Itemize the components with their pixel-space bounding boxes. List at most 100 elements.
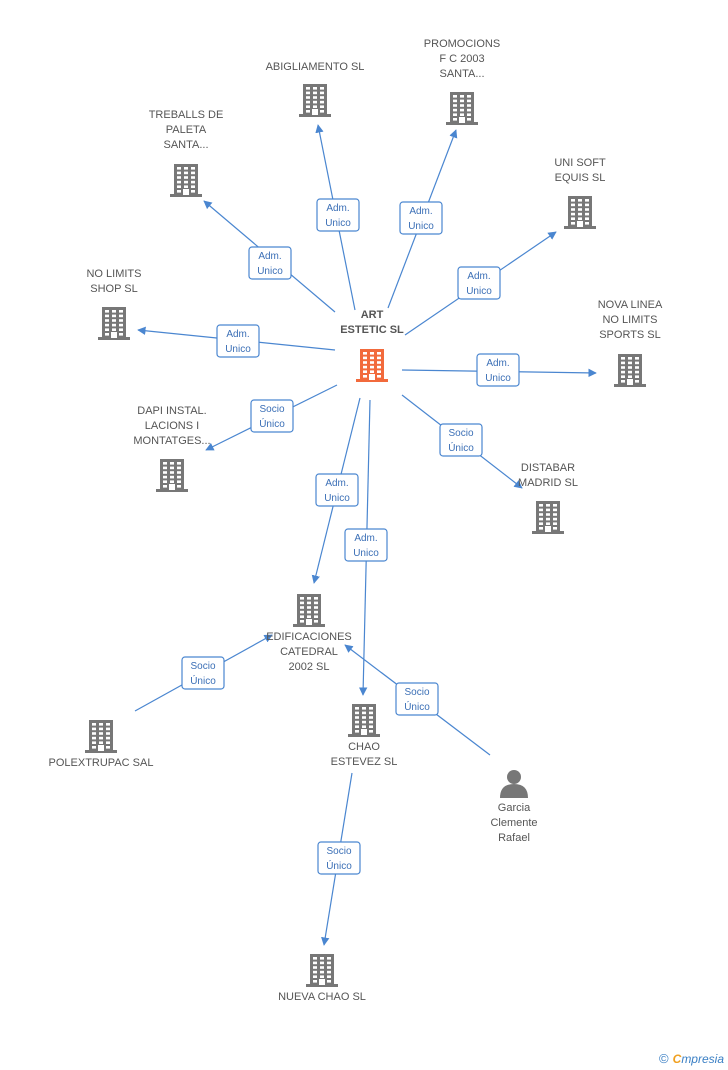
edge-label-text: Adm.: [486, 358, 509, 369]
edge-label-text: Único: [259, 417, 285, 430]
copyright-icon: ©: [659, 1051, 669, 1066]
edge-label-box[interactable]: [457, 266, 501, 300]
edge-label-text: Unico: [257, 266, 283, 277]
edge-label-text: Unico: [353, 548, 379, 559]
building-icon[interactable]: [299, 84, 331, 117]
node-label: CATEDRAL: [280, 646, 338, 658]
building-icon[interactable]: [156, 459, 188, 492]
node-art[interactable]: ART ESTETIC SL: [340, 309, 404, 382]
edge-label-box[interactable]: [317, 841, 361, 875]
building-icon[interactable]: [293, 594, 325, 627]
building-icon[interactable]: [614, 354, 646, 387]
node-distabar[interactable]: DISTABAR MADRID SL: [518, 462, 578, 534]
node-label: ABIGLIAMENTO SL: [266, 61, 365, 73]
person-icon[interactable]: [500, 770, 528, 798]
node-nueva[interactable]: NUEVA CHAO SL: [278, 954, 366, 1003]
edge-label-text: Adm.: [258, 251, 281, 262]
edge-label-text: Unico: [325, 218, 351, 229]
node-label: SANTA...: [439, 68, 484, 80]
node-label: Rafael: [498, 832, 530, 844]
building-icon[interactable]: [356, 349, 388, 382]
node-label: ESTEVEZ SL: [331, 756, 398, 768]
edge-label-text: Único: [326, 859, 352, 872]
node-trebal[interactable]: TREBALLS DEPALETASANTA...: [149, 109, 224, 197]
edge-label-box[interactable]: [395, 682, 439, 716]
edge-label-box[interactable]: [344, 528, 388, 562]
node-chao[interactable]: CHAO ESTEVEZ SL: [331, 704, 398, 768]
edge-label-text: Socio: [190, 661, 215, 672]
building-icon[interactable]: [532, 501, 564, 534]
building-icon[interactable]: [446, 92, 478, 125]
node-label: UNI SOFT: [554, 157, 606, 169]
node-dapi[interactable]: DAPI INSTAL.LACIONS IMONTATGES...: [133, 405, 211, 492]
edge-art-unisoft: Adm. Unico: [404, 231, 557, 336]
node-label: Clemente: [490, 817, 537, 829]
building-icon[interactable]: [348, 704, 380, 737]
node-label: PROMOCIONS: [424, 38, 500, 50]
node-label: PALETA: [166, 124, 207, 136]
edge-label-box[interactable]: [181, 656, 225, 690]
building-icon[interactable]: [98, 307, 130, 340]
edge-label-text: Único: [404, 700, 430, 713]
edge-label-box[interactable]: [250, 399, 294, 433]
edge-label-text: Unico: [408, 221, 434, 232]
edge-label-text: Socio: [259, 404, 284, 415]
edge-art-novalinea: Adm. Unico: [401, 353, 597, 387]
node-label: MADRID SL: [518, 477, 578, 489]
node-label: Garcia: [498, 802, 531, 814]
node-label: EQUIS SL: [555, 172, 606, 184]
node-label: TREBALLS DE: [149, 109, 224, 121]
building-icon[interactable]: [306, 954, 338, 987]
node-label: LACIONS I: [145, 420, 199, 432]
node-promo[interactable]: PROMOCIONS F C 2003SANTA...: [424, 38, 500, 125]
building-icon[interactable]: [564, 196, 596, 229]
node-label: POLEXTRUPAC SAL: [49, 757, 154, 769]
brand-initial: C: [672, 1052, 682, 1066]
edge-label-text: Socio: [404, 687, 429, 698]
building-icon[interactable]: [85, 720, 117, 753]
edge-art-chao: Adm. Unico: [344, 399, 388, 696]
edge-label-text: Adm.: [467, 271, 490, 282]
node-label: CHAO: [348, 741, 380, 753]
edge-label-text: Adm.: [354, 533, 377, 544]
edge-label-box[interactable]: [399, 201, 443, 235]
node-label: SPORTS SL: [599, 329, 661, 341]
edge-art-trebal: Adm. Unico: [203, 200, 336, 313]
empresia-logo: ©Cmpresia: [659, 1051, 724, 1066]
node-unisoft[interactable]: UNI SOFT EQUIS SL: [554, 157, 606, 229]
node-label: NO LIMITS: [86, 268, 141, 280]
edge-label-text: Adm.: [326, 203, 349, 214]
brand-name: mpresia: [681, 1052, 724, 1066]
node-label: ART: [361, 309, 384, 321]
edge-label-box[interactable]: [316, 198, 360, 232]
node-label: F C 2003: [439, 53, 484, 65]
edge-label-text: Unico: [485, 373, 511, 384]
building-icon[interactable]: [170, 164, 202, 197]
edge-label-box[interactable]: [248, 246, 292, 280]
node-label: ESTETIC SL: [340, 324, 404, 336]
edge-label-box[interactable]: [439, 423, 483, 457]
edge-label-text: Unico: [225, 344, 251, 355]
edge-label-box[interactable]: [476, 353, 520, 387]
edge-label-text: Único: [448, 441, 474, 454]
edge-label-box[interactable]: [216, 324, 260, 358]
edge-label-text: Adm.: [325, 478, 348, 489]
node-polex[interactable]: POLEXTRUPAC SAL: [49, 720, 154, 769]
node-label: 2002 SL: [289, 661, 330, 673]
edge-art-nolimits: Adm.Unico: [137, 324, 336, 358]
edge-label-box[interactable]: [315, 473, 359, 507]
node-label: DISTABAR: [521, 462, 575, 474]
edge-label-text: Adm.: [409, 206, 432, 217]
edge-label-text: Unico: [466, 286, 492, 297]
node-abig[interactable]: ABIGLIAMENTO SL: [266, 61, 365, 117]
edge-art-promo: Adm. Unico: [387, 129, 458, 309]
edge-label-text: Único: [190, 674, 216, 687]
